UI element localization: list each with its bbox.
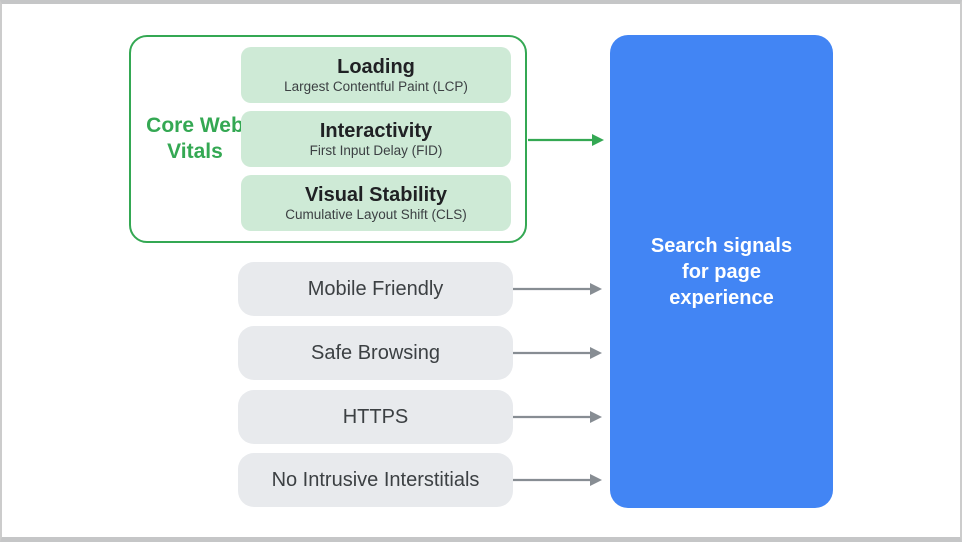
core-web-vitals-label: Core Web Vitals: [146, 114, 244, 163]
search-signals-box: Search signals for page experience: [610, 35, 833, 508]
vital-visual-stability-title: Visual Stability: [305, 183, 447, 206]
signal-mobile-friendly: Mobile Friendly: [238, 262, 513, 316]
vital-loading-title: Loading: [337, 55, 415, 78]
search-signals-label: Search signals for page experience: [650, 234, 793, 309]
arrow-https: [513, 411, 602, 423]
vital-interactivity: Interactivity First Input Delay (FID): [241, 111, 511, 167]
vital-loading-subtitle: Largest Contentful Paint (LCP): [284, 78, 468, 94]
vital-visual-stability-subtitle: Cumulative Layout Shift (CLS): [285, 206, 467, 222]
vital-interactivity-title: Interactivity: [319, 119, 433, 142]
arrow-core-web-vitals: [528, 134, 604, 146]
vital-interactivity-subtitle: First Input Delay (FID): [309, 142, 443, 158]
signal-https: HTTPS: [238, 390, 513, 444]
vital-visual-stability: Visual Stability Cumulative Layout Shift…: [241, 175, 511, 231]
arrow-mobile-friendly: [513, 283, 602, 295]
core-web-vitals-group: Core Web Vitals Loading Largest Contentf…: [129, 35, 527, 243]
signal-no-intrusive-interstitials: No Intrusive Interstitials: [238, 453, 513, 507]
vital-loading: Loading Largest Contentful Paint (LCP): [241, 47, 511, 103]
arrow-safe-browsing: [513, 347, 602, 359]
arrow-no-intrusive-interstitials: [513, 474, 602, 486]
signal-safe-browsing: Safe Browsing: [238, 326, 513, 380]
